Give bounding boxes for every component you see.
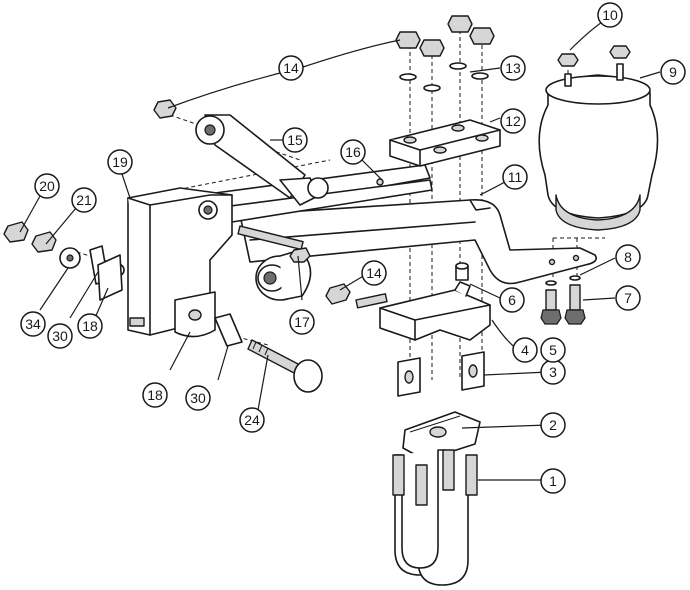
callout-24: 24	[239, 407, 265, 433]
svg-text:8: 8	[624, 249, 632, 265]
top-washers	[399, 62, 489, 92]
callout-34: 34	[20, 311, 46, 337]
trailing-arm	[239, 198, 598, 285]
callout-18-bottom: 18	[142, 382, 168, 408]
svg-text:13: 13	[505, 60, 521, 76]
callout-10: 10	[597, 2, 623, 28]
spacer-block	[455, 262, 469, 281]
seat-locknut	[325, 283, 388, 309]
callout-1: 1	[540, 468, 566, 494]
svg-text:18: 18	[147, 387, 163, 403]
svg-text:4: 4	[521, 342, 529, 358]
svg-text:9: 9	[669, 64, 677, 80]
arm-bolts	[540, 275, 586, 325]
svg-text:30: 30	[52, 328, 68, 344]
air-spring-nuts	[557, 45, 631, 67]
callout-5: 5	[540, 337, 566, 363]
svg-text:7: 7	[624, 290, 632, 306]
callout-30-left: 30	[47, 323, 73, 349]
svg-text:18: 18	[82, 318, 98, 334]
callout-17: 17	[289, 309, 315, 335]
callout-18-left: 18	[77, 313, 103, 339]
long-bolt	[247, 339, 323, 393]
svg-text:11: 11	[508, 169, 523, 185]
callout-6: 6	[499, 287, 525, 313]
svg-text:2: 2	[549, 417, 557, 433]
callout-16: 16	[340, 139, 366, 165]
svg-text:16: 16	[345, 144, 361, 160]
axle-seat	[379, 281, 491, 341]
svg-text:5: 5	[549, 342, 557, 358]
svg-text:15: 15	[287, 132, 303, 148]
svg-text:34: 34	[25, 316, 41, 332]
callout-15: 15	[282, 127, 308, 153]
svg-text:21: 21	[76, 192, 92, 208]
svg-text:24: 24	[244, 412, 260, 428]
left-fasteners	[3, 221, 81, 269]
callout-9: 9	[660, 59, 686, 85]
callout-19: 19	[107, 149, 133, 175]
top-locknuts	[153, 15, 495, 119]
callout-30-bottom: 30	[185, 385, 211, 411]
callout-8: 8	[615, 244, 641, 270]
callout-11: 11	[502, 164, 528, 190]
u-bolts	[392, 449, 478, 586]
callout-20: 20	[34, 173, 60, 199]
callout-4: 4	[512, 337, 538, 363]
wear-plates	[89, 245, 243, 347]
callout-21: 21	[71, 187, 97, 213]
top-clamp-plate	[389, 119, 501, 167]
callout-14-top: 14	[278, 55, 304, 81]
svg-text:19: 19	[112, 154, 128, 170]
callout-bubbles: 1 2 3 4 5 6 7 8 9 10 11 12 13 14 14 15 1…	[20, 2, 686, 494]
spacer-plates	[397, 351, 485, 397]
bottom-plate	[402, 411, 481, 461]
callout-13: 13	[500, 55, 526, 81]
callout-3: 3	[540, 359, 566, 385]
callout-7: 7	[615, 285, 641, 311]
callout-14-seat: 14	[361, 260, 387, 286]
svg-text:14: 14	[366, 265, 382, 281]
svg-text:20: 20	[39, 178, 55, 194]
svg-text:17: 17	[294, 314, 310, 330]
pivot-bolt	[237, 225, 311, 263]
callout-2: 2	[540, 412, 566, 438]
shock-absorber	[195, 114, 329, 206]
arm-eye-bushing	[255, 249, 312, 301]
svg-text:6: 6	[508, 292, 516, 308]
svg-text:12: 12	[505, 113, 521, 129]
svg-text:3: 3	[549, 364, 557, 380]
callout-12: 12	[500, 108, 526, 134]
air-spring	[538, 63, 659, 231]
svg-text:10: 10	[602, 7, 618, 23]
svg-text:1: 1	[549, 473, 557, 489]
svg-text:14: 14	[283, 60, 299, 76]
svg-text:30: 30	[190, 390, 206, 406]
